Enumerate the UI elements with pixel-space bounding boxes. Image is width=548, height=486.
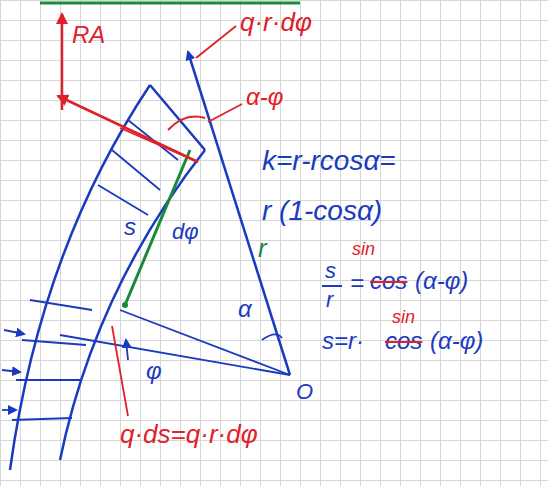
formula-label: (α-φ) <box>430 328 483 354</box>
correction-label: sin <box>392 308 415 328</box>
formula-label: (α-φ) <box>415 268 468 294</box>
crossed-formula: cos <box>385 328 422 354</box>
load-label: q·r·dφ <box>240 8 312 37</box>
reaction-label: RA <box>72 22 105 48</box>
formula-label: r (1-cosα) <box>262 196 382 227</box>
crossed-formula: cos <box>370 268 407 294</box>
angle-label: α-φ <box>246 84 283 110</box>
length-label: s <box>124 214 136 240</box>
point-label: O <box>296 380 313 404</box>
correction-label: sin <box>352 240 375 260</box>
load-label: q·ds=q·r·dφ <box>120 420 258 449</box>
formula-label: = <box>350 270 364 296</box>
angle-label: dφ <box>172 220 199 244</box>
angle-label: φ <box>146 358 162 384</box>
formula-label: k=r-rcosα= <box>262 146 396 177</box>
angle-label: α <box>238 296 252 322</box>
formula-label: s=r· <box>322 328 364 354</box>
radius-label: r <box>258 234 267 263</box>
formula-label: s <box>325 259 336 283</box>
formula-label: r <box>326 288 333 312</box>
